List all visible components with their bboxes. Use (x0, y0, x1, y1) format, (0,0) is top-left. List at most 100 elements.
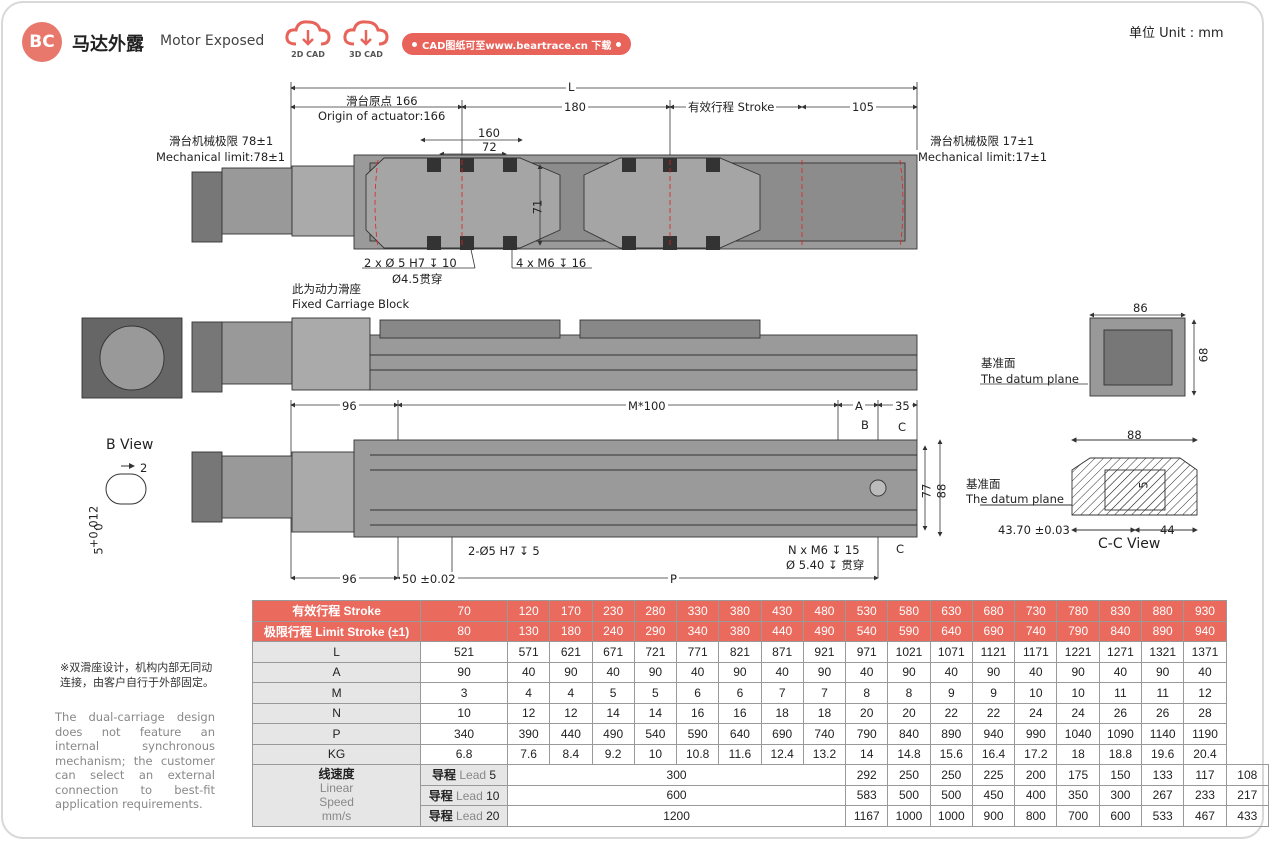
row-header: P (251, 723, 422, 745)
table-cell: 90 (549, 661, 593, 683)
table-cell: 3 (420, 682, 509, 704)
lead-en: Lead (456, 809, 483, 824)
table-cell: 175 (1056, 764, 1100, 786)
section-C-bottom: C (896, 542, 905, 556)
table-cell: 14.8 (887, 743, 931, 765)
dim-stroke: 有效行程 Stroke (686, 100, 777, 114)
lead-en: Lead (456, 788, 483, 803)
table-cell: 90 (971, 661, 1016, 683)
mech-right-cn: 滑台机械极限 17±1 (930, 134, 1035, 148)
table-cell: 19.6 (1141, 743, 1185, 765)
table-cell: 250 (929, 764, 973, 786)
cc-view-title: C-C View (1098, 536, 1161, 552)
cad-3d-button[interactable]: 3D CAD (342, 18, 390, 59)
table-cell: 6.8 (420, 743, 509, 765)
table-cell: 217 (1225, 784, 1269, 806)
table-cell: 250 (887, 764, 931, 786)
nm6-holes: N x M6 ↧ 15 (788, 543, 860, 557)
origin-cn: 滑台原点 166 (346, 94, 418, 108)
title-en: Motor Exposed (160, 33, 265, 49)
table-cell: 14 (633, 702, 678, 724)
table-cell: 6 (676, 682, 720, 704)
table-cell: 180 (549, 620, 593, 642)
table-cell: 721 (633, 641, 678, 663)
table-cell: 690 (760, 723, 804, 745)
table-cell: 14 (845, 743, 889, 765)
note-cn: ※双滑座设计，机构内部无同动连接，由客户自行于外部固定。 (60, 661, 214, 689)
table-cell: 1140 (1141, 723, 1185, 745)
table-cell: 20 (887, 702, 931, 724)
table-cell: 790 (1056, 620, 1100, 642)
lead-en: Lead (459, 768, 487, 783)
table-cell: 1221 (1056, 641, 1100, 663)
table-cell: 380 (718, 600, 762, 622)
table-cell: 330 (676, 600, 720, 622)
table-cell: 830 (1098, 600, 1143, 622)
through-hole: Ø4.5贯穿 (392, 272, 443, 286)
table-cell: 350 (1056, 784, 1100, 806)
table-cell: 130 (507, 620, 551, 642)
table-cell: 740 (1014, 620, 1058, 642)
technical-drawing (81, 82, 1198, 581)
table-cell: 28 (1183, 702, 1227, 724)
table-cell: 540 (845, 620, 889, 642)
table-cell: 11 (1141, 682, 1185, 704)
table-cell: 40 (591, 661, 635, 683)
table-cell: 1121 (971, 641, 1016, 663)
dim-43-70: 43.70 ±0.03 (998, 523, 1070, 537)
table-cell: 40 (760, 661, 804, 683)
table-cell: 40 (1183, 661, 1227, 683)
table-cell: 90 (718, 661, 762, 683)
dim-5-cc: 5 (1136, 481, 1151, 489)
table-cell: 590 (676, 723, 720, 745)
bullet-icon (616, 41, 622, 47)
table-cell: 240 (591, 620, 635, 642)
table-cell: 1000 (887, 805, 931, 827)
datum-en: The datum plane (981, 372, 1079, 386)
table-cell: 390 (507, 723, 551, 745)
table-cell: 9.2 (591, 743, 635, 765)
table-cell: 40 (1014, 661, 1058, 683)
table-cell: 771 (676, 641, 720, 663)
table-cell: 730 (1014, 600, 1058, 622)
table-cell: 821 (718, 641, 762, 663)
lead-cn: 导程 (428, 809, 453, 824)
series-badge: BC (22, 22, 62, 62)
lead-label: 导程 Lead 10 (420, 784, 509, 806)
lead-cn: 导程 (428, 788, 453, 803)
table-cell: 90 (887, 661, 931, 683)
dim-180: 180 (562, 100, 588, 114)
download-link[interactable]: CAD图纸可至www.beartrace.cn 下载 (402, 33, 632, 55)
table-cell: 24 (1014, 702, 1058, 724)
row-header: M (251, 682, 422, 704)
table-cell: 90 (1141, 661, 1185, 683)
dim-A: A (853, 399, 865, 413)
table-cell: 26 (1098, 702, 1143, 724)
cad-3d-label: 3D CAD (349, 50, 383, 59)
table-cell: 10 (420, 702, 509, 724)
table-cell: 280 (633, 600, 678, 622)
dim-50: 50 ±0.02 (400, 572, 458, 586)
table-cell: 80 (420, 620, 509, 642)
cad-2d-button[interactable]: 2D CAD (284, 18, 332, 59)
dim-96-bottom: 96 (340, 572, 359, 586)
table-cell: 7 (802, 682, 847, 704)
lead-label: 导程 Lead 5 (420, 764, 509, 786)
table-cell: 521 (420, 641, 509, 663)
table-cell: 630 (929, 600, 973, 622)
table-cell: 18 (802, 702, 847, 724)
table-cell: 16 (676, 702, 720, 724)
table-cell: 1371 (1183, 641, 1227, 663)
n-through: Ø 5.40 ↧ 贯穿 (786, 558, 865, 572)
cad-2d-label: 2D CAD (291, 50, 325, 59)
table-cell: 70 (420, 600, 509, 622)
table-cell: 530 (845, 600, 889, 622)
dim-P: P (668, 572, 679, 586)
table-cell: 133 (1141, 764, 1185, 786)
table-cell: 12 (549, 702, 593, 724)
table-cell: 292 (845, 764, 889, 786)
table-cell: 7 (760, 682, 804, 704)
